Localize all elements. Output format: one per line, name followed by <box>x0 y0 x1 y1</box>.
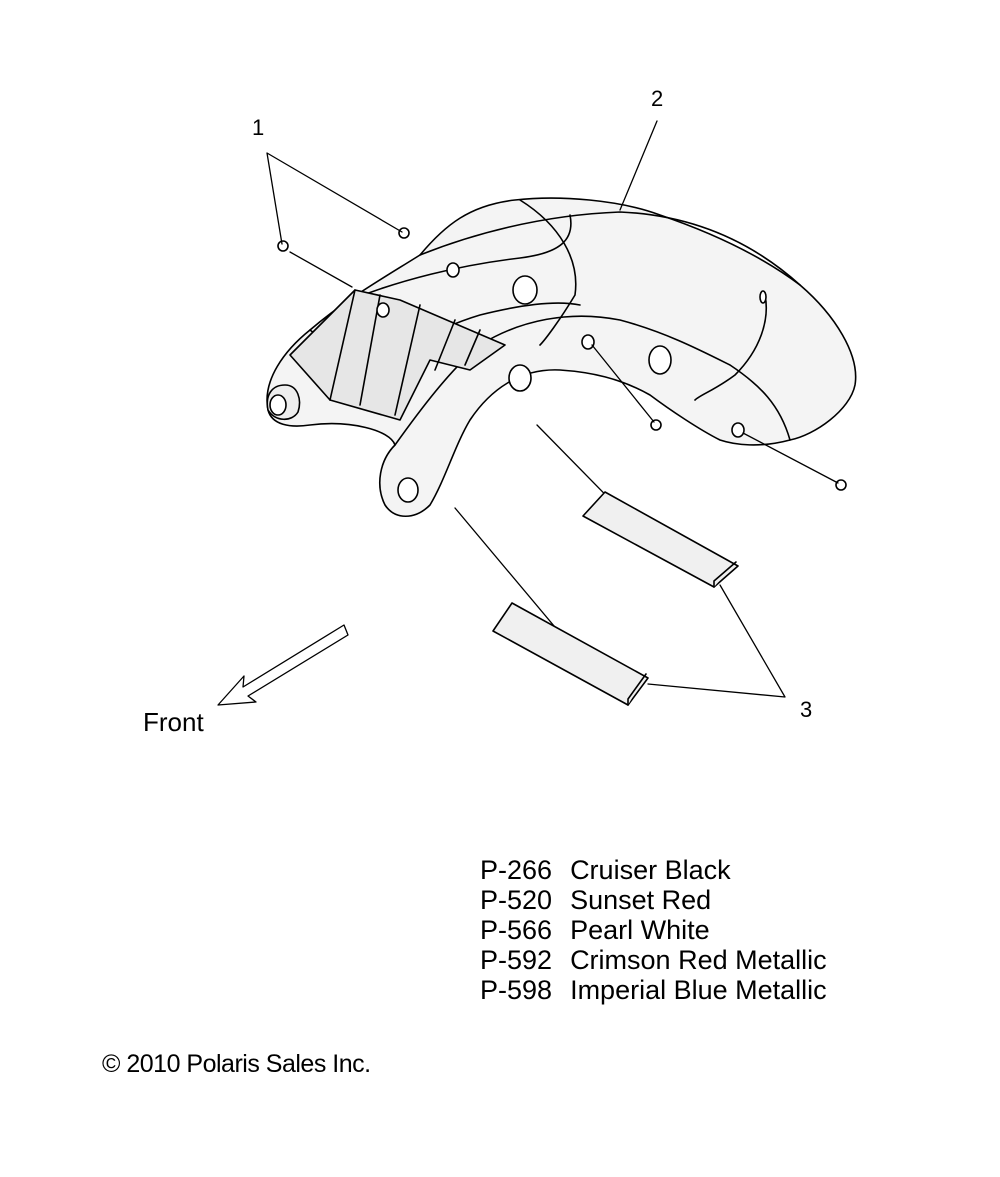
paint-code-row: P-266 Cruiser Black <box>480 855 827 885</box>
fasteners <box>277 227 847 491</box>
paint-name: Crimson Red Metallic <box>570 945 827 975</box>
paint-name: Imperial Blue Metallic <box>570 975 827 1005</box>
grommet <box>581 334 595 350</box>
paint-code: P-566 <box>480 915 553 945</box>
front-arrow-icon <box>217 624 349 706</box>
paint-code: P-592 <box>480 945 553 975</box>
paint-code: P-520 <box>480 885 553 915</box>
fender-rear-seam <box>694 294 767 401</box>
fender-seam <box>519 199 577 346</box>
fender-exploded-diagram <box>217 120 857 706</box>
paint-name: Pearl White <box>570 915 710 945</box>
fastener <box>277 240 289 252</box>
grommets <box>269 262 767 503</box>
mount-bracket <box>289 289 506 421</box>
front-label: Front <box>143 707 204 737</box>
paint-code-row: P-566 Pearl White <box>480 915 827 945</box>
decal-lower <box>492 602 649 706</box>
paint-code-row: P-592 Crimson Red Metallic <box>480 945 827 975</box>
paint-code: P-598 <box>480 975 553 1005</box>
grommet <box>397 477 419 503</box>
decals <box>492 491 739 706</box>
copyright-notice: © 2010 Polaris Sales Inc. <box>102 1050 371 1078</box>
fender-inner-edge <box>394 315 791 446</box>
grommet <box>376 302 390 318</box>
callout-1: 1 <box>252 115 265 140</box>
fender-ridge-mid <box>349 214 572 301</box>
grommet <box>508 364 532 392</box>
decal-upper <box>582 491 739 588</box>
fender-ridge-top <box>419 211 801 286</box>
grommet <box>759 290 767 304</box>
grommet <box>731 422 745 438</box>
grommet <box>648 345 672 375</box>
paint-code-row: P-520 Sunset Red <box>480 885 827 915</box>
paint-code: P-266 <box>480 855 553 885</box>
callout-3: 3 <box>800 697 813 722</box>
grommet <box>512 275 538 305</box>
paint-name: Sunset Red <box>570 885 712 915</box>
callout-2: 2 <box>651 86 664 111</box>
grommet <box>446 262 460 278</box>
fastener <box>835 479 847 491</box>
fastener <box>398 227 410 239</box>
grommet <box>269 394 287 416</box>
fastener <box>650 419 662 431</box>
paint-code-table: P-266 Cruiser Black P-520 Sunset Red P-5… <box>480 855 827 1005</box>
paint-code-row: P-598 Imperial Blue Metallic <box>480 975 827 1005</box>
paint-name: Cruiser Black <box>570 855 731 885</box>
